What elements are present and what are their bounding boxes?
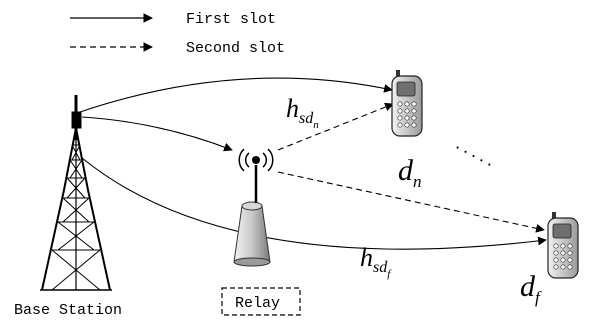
near-channel-subscript: sd bbox=[299, 110, 314, 127]
far-channel-subscript: sd bbox=[373, 259, 388, 276]
far-channel-sub-subscript: f bbox=[387, 268, 392, 280]
legend: First slot Second slot bbox=[70, 11, 285, 57]
far-user-subscript: f bbox=[535, 288, 542, 307]
relay-label-box bbox=[221, 287, 301, 316]
mobile-phone-icon bbox=[547, 212, 579, 279]
link-bs-to-far-user bbox=[81, 157, 547, 250]
near-user-symbol: d bbox=[398, 154, 414, 187]
relay-label: Relay bbox=[235, 295, 280, 312]
legend-dashed-label: Second slot bbox=[186, 40, 285, 57]
near-channel-label: hsdn bbox=[286, 94, 319, 131]
link-relay-to-near-user bbox=[277, 102, 394, 151]
link-relay-to-far-user bbox=[277, 171, 545, 233]
near-user-label: dn bbox=[398, 154, 422, 191]
far-channel-label: hsdf bbox=[360, 243, 392, 280]
mobile-phone-icon bbox=[391, 70, 423, 137]
far-user-symbol: d bbox=[520, 270, 536, 303]
near-user-subscript: n bbox=[413, 172, 422, 191]
near-channel-sub-subscript: n bbox=[313, 119, 319, 131]
legend-solid-label: First slot bbox=[186, 11, 276, 28]
links bbox=[79, 77, 547, 250]
relay-antenna-icon bbox=[233, 148, 274, 267]
far-user-label: df bbox=[520, 270, 542, 307]
base-station-tower-icon bbox=[40, 95, 112, 291]
link-bs-to-near-user bbox=[79, 77, 393, 113]
near-channel-symbol: h bbox=[286, 94, 299, 123]
user-ellipsis: · · · · · bbox=[451, 138, 496, 175]
link-bs-to-relay bbox=[81, 116, 233, 152]
base-station-label: Base Station bbox=[14, 302, 122, 319]
far-channel-symbol: h bbox=[360, 243, 373, 272]
